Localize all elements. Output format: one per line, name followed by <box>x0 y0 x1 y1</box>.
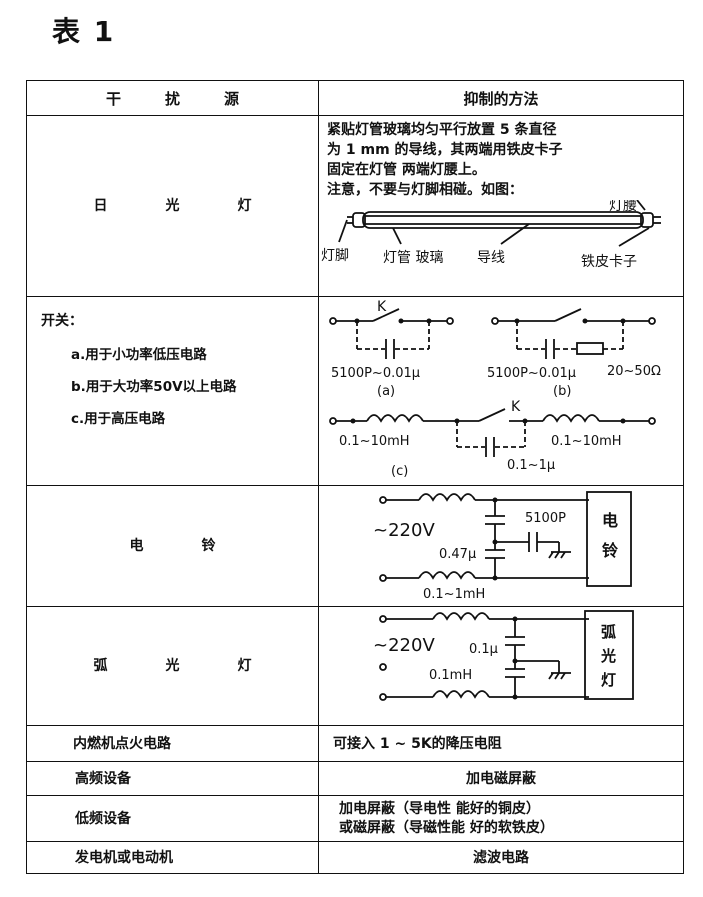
right-cap <box>640 212 654 228</box>
row-hf: 高频设备 加电磁屏蔽 <box>26 761 684 796</box>
row-fluorescent: 日光灯 紧贴灯管玻璃均匀平行放置 5 条直径 为 1 mm 的导线，其两端用铁皮… <box>26 115 684 297</box>
resistor-b <box>576 342 604 355</box>
switch-item-c: c.用于高压电路 <box>71 411 166 427</box>
label-b-tag: (b) <box>553 384 571 399</box>
circuit-a: K 5100P~0.01μ (a) <box>329 299 454 399</box>
method-switch: K 5100P~0.01μ (a) <box>318 296 684 486</box>
label-a-cap: 5100P~0.01μ <box>331 366 420 381</box>
label-c-tag: (c) <box>391 464 408 479</box>
source-bell: 电铃 <box>26 485 319 607</box>
header-method: 抑制的方法 <box>318 80 684 116</box>
switch-heading: 开关： <box>41 313 83 329</box>
label-arc-voltage: ~220V <box>373 635 435 656</box>
method-ignition: 可接入 1 ~ 5K的降压电阻 <box>318 725 684 762</box>
label-waist: 灯腰 <box>609 200 637 214</box>
label-foot: 灯脚 <box>321 248 349 264</box>
method-line-3: 固定在灯管 两端灯腰上。 <box>327 162 486 178</box>
source-ignition: 内燃机点火电路 <box>26 725 319 762</box>
source-hf: 高频设备 <box>26 761 319 796</box>
circuit-b: 5100P~0.01μ 20~50Ω (b) <box>487 308 661 399</box>
row-lf: 低频设备 加电屏蔽（导电性 能好的铜皮） 或磁屏蔽（导磁性能 好的软铁皮） <box>26 795 684 842</box>
left-cap <box>352 212 366 228</box>
label-a-tag: (a) <box>377 384 395 399</box>
header-row: 干扰源 抑制的方法 <box>26 80 684 116</box>
label-clip: 铁皮卡子 <box>581 254 637 270</box>
bell-box <box>586 491 632 587</box>
label-b-res: 20~50Ω <box>607 364 661 379</box>
label-bell-c1: 5100P <box>525 511 566 526</box>
bell-box-char-2: 铃 <box>602 541 618 560</box>
method-arc: 弧 光 灯 ~220V 0.1μ 0.1mH <box>318 606 684 726</box>
tube-glass <box>362 211 644 229</box>
source-arc: 弧光灯 <box>26 606 319 726</box>
method-lf-line-1: 加电屏蔽（导电性 能好的铜皮） <box>339 800 540 817</box>
method-motor: 滤波电路 <box>318 841 684 874</box>
arc-diagram: 弧 光 灯 ~220V 0.1μ 0.1mH <box>373 610 634 701</box>
label-wire: 导线 <box>477 250 505 266</box>
source-switch: 开关： a.用于小功率低压电路 b.用于大功率50V以上电路 c.用于高压电路 <box>26 296 319 486</box>
method-bell: 电 铃 ~220V 5100P 0.47μ 0.1~1mH <box>318 485 684 607</box>
label-bell-l: 0.1~1mH <box>423 587 485 602</box>
table-title: 表 1 <box>52 15 116 48</box>
method-lf: 加电屏蔽（导电性 能好的铜皮） 或磁屏蔽（导磁性能 好的软铁皮） <box>318 795 684 842</box>
arc-box-char-1: 弧 <box>601 623 616 641</box>
switch-item-b: b.用于大功率50V以上电路 <box>71 379 237 395</box>
row-switch: 开关： a.用于小功率低压电路 b.用于大功率50V以上电路 c.用于高压电路 <box>26 296 684 486</box>
row-ignition: 内燃机点火电路 可接入 1 ~ 5K的降压电阻 <box>26 725 684 762</box>
arc-box-char-3: 灯 <box>601 671 616 689</box>
method-fluorescent: 紧贴灯管玻璃均匀平行放置 5 条直径 为 1 mm 的导线，其两端用铁皮卡子 固… <box>318 115 684 297</box>
label-glass: 灯管 玻璃 <box>383 249 443 266</box>
label-k-a: K <box>377 299 387 315</box>
bell-diagram: 电 铃 ~220V 5100P 0.47μ 0.1~1mH <box>373 491 632 602</box>
label-c-l1: 0.1~10mH <box>339 434 410 449</box>
source-lf: 低频设备 <box>26 795 319 842</box>
label-k-c: K <box>511 399 521 415</box>
header-source: 干扰源 <box>26 80 319 116</box>
label-b-cap: 5100P~0.01μ <box>487 366 576 381</box>
row-bell: 电铃 <box>26 485 684 607</box>
switch-item-a: a.用于小功率低压电路 <box>71 347 207 363</box>
method-lf-line-2: 或磁屏蔽（导磁性能 好的软铁皮） <box>339 819 554 836</box>
arc-box-char-2: 光 <box>600 647 616 665</box>
circuit-c: K 0.1~10mH 0.1~10mH 0.1~1μ (c) <box>329 399 656 479</box>
source-fluorescent: 日光灯 <box>26 115 319 297</box>
fluorescent-diagram: 灯腰 灯脚 灯管 玻璃 导线 铁皮卡子 <box>321 198 661 270</box>
switch-diagram: K 5100P~0.01μ (a) <box>329 299 661 479</box>
method-line-1: 紧贴灯管玻璃均匀平行放置 5 条直径 <box>327 122 557 138</box>
method-hf: 加电磁屏蔽 <box>318 761 684 796</box>
bell-box-char-1: 电 <box>602 511 618 530</box>
label-arc-c: 0.1μ <box>469 642 498 657</box>
label-arc-l: 0.1mH <box>429 668 472 683</box>
method-line-2: 为 1 mm 的导线，其两端用铁皮卡子 <box>327 142 563 158</box>
source-motor: 发电机或电动机 <box>26 841 319 874</box>
label-bell-c2: 0.47μ <box>439 547 476 562</box>
label-c-l2: 0.1~10mH <box>551 434 622 449</box>
row-arc: 弧光灯 <box>26 606 684 726</box>
label-bell-voltage: ~220V <box>373 520 435 541</box>
arc-box <box>584 610 634 700</box>
interference-table: 干扰源 抑制的方法 日光灯 紧贴灯管玻璃均匀平行放置 5 条直径 为 1 mm … <box>26 80 684 874</box>
row-motor: 发电机或电动机 滤波电路 <box>26 841 684 874</box>
label-c-cap: 0.1~1μ <box>507 458 555 473</box>
method-line-4: 注意，不要与灯脚相碰。如图： <box>327 182 523 198</box>
